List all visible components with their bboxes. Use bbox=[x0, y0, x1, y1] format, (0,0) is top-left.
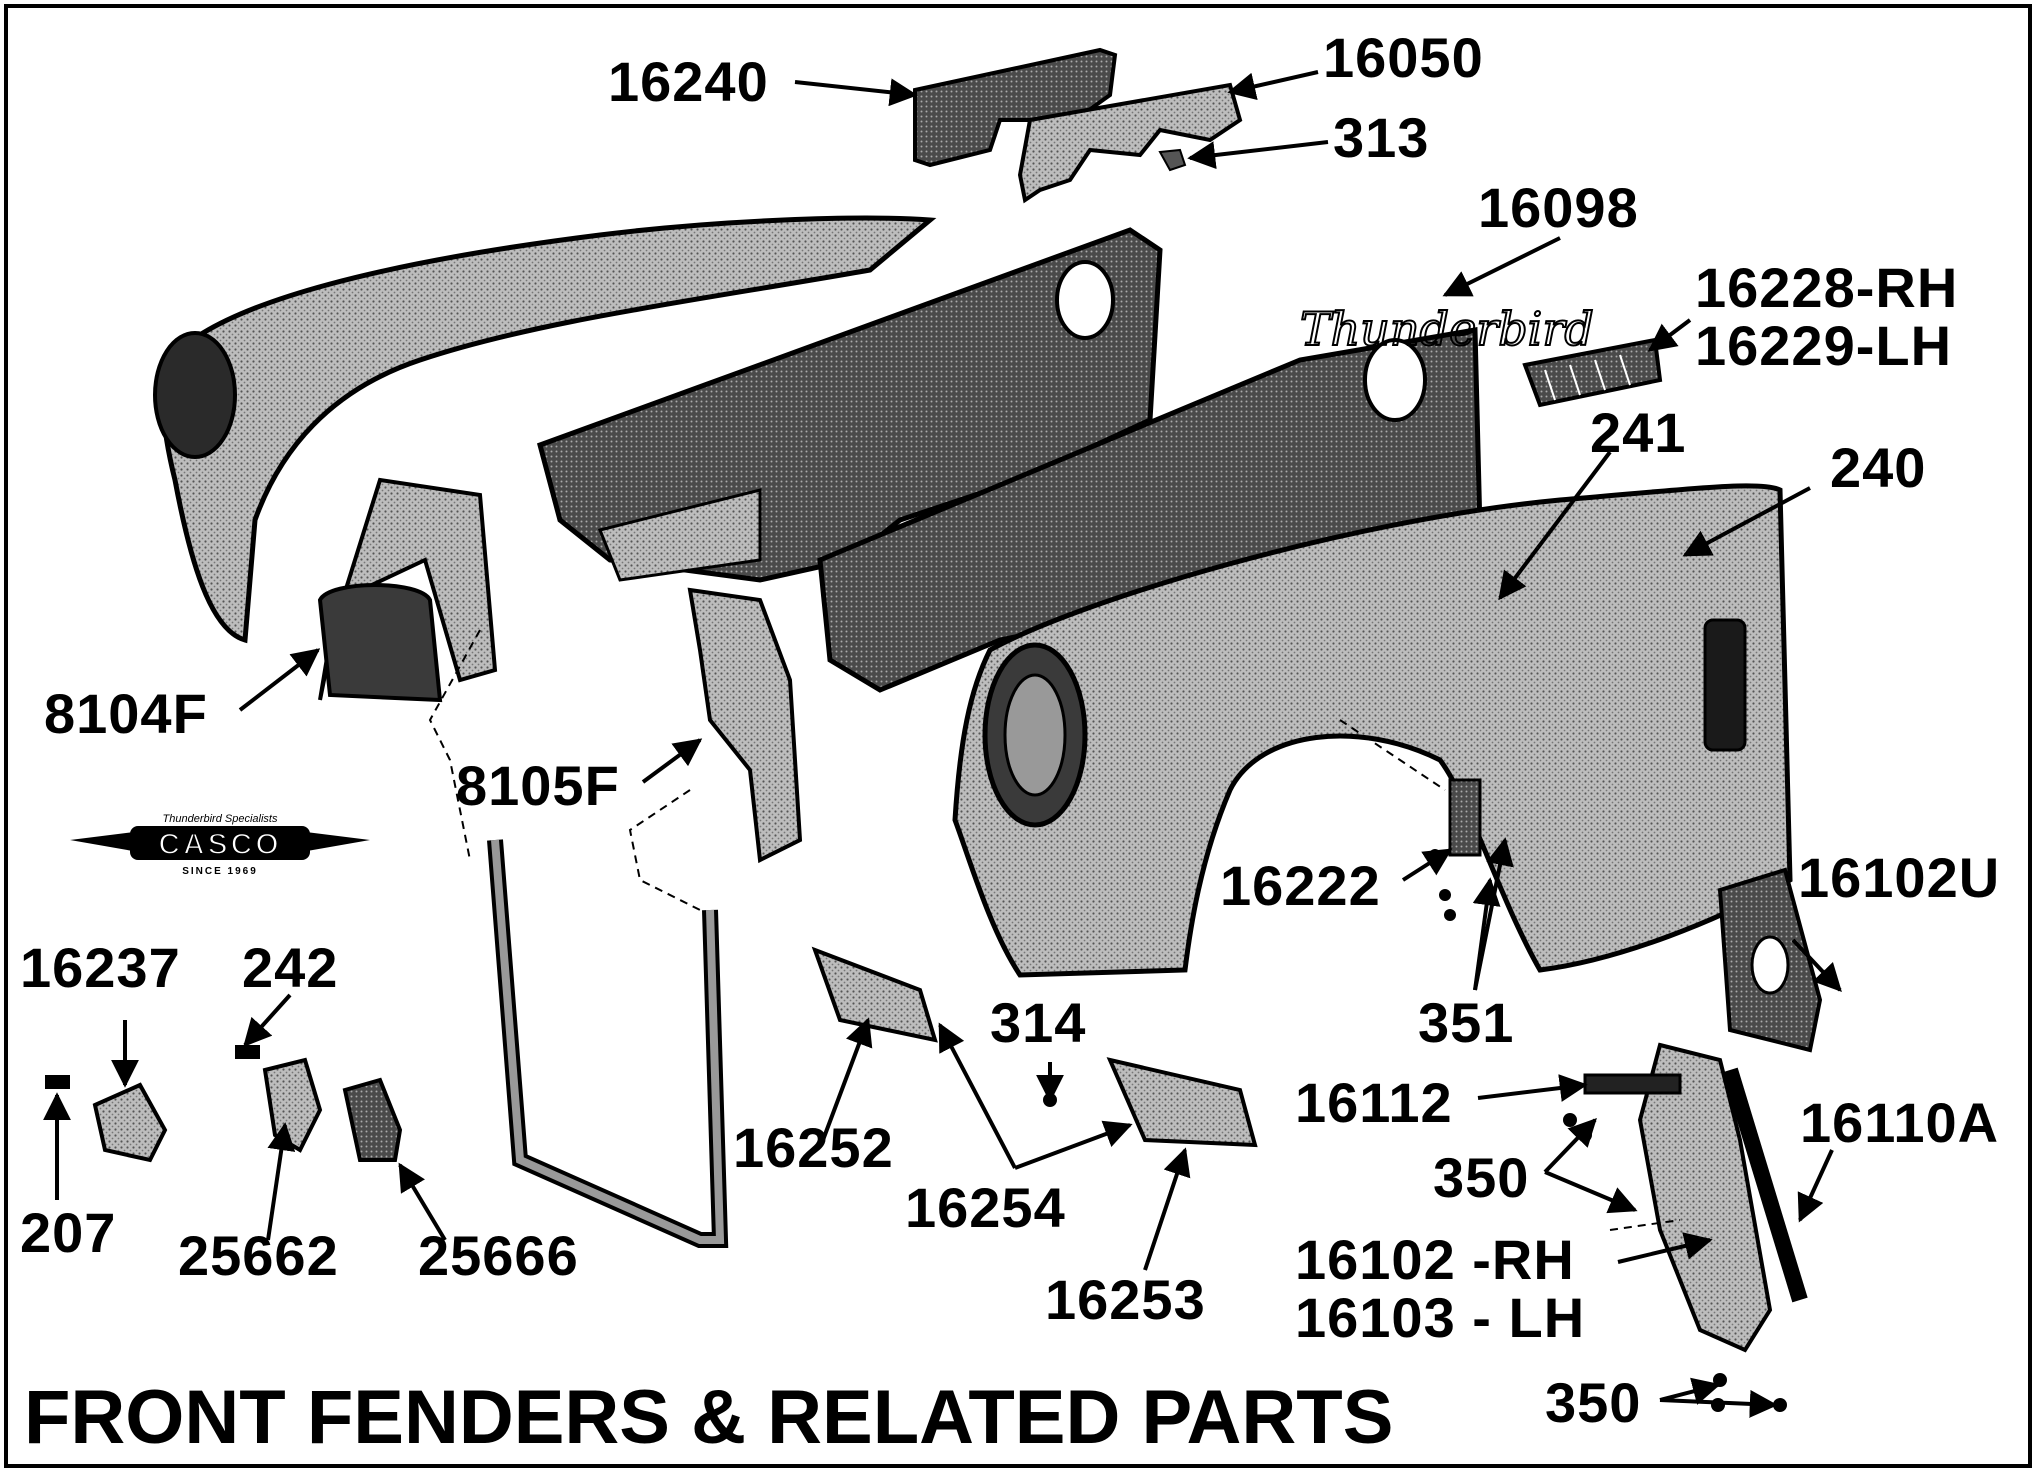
part-16253-plate bbox=[1106, 1057, 1258, 1148]
part-16228-grille bbox=[1522, 337, 1663, 408]
label-314: 314 bbox=[990, 991, 1087, 1054]
label-350-lower: 350 bbox=[1545, 1371, 1642, 1434]
label-351: 351 bbox=[1418, 991, 1515, 1054]
label-16102-rh: 16102 -RH bbox=[1295, 1228, 1575, 1291]
left-fender-shape bbox=[153, 215, 937, 644]
label-16237: 16237 bbox=[20, 936, 181, 999]
part-16050-shape bbox=[1017, 82, 1243, 204]
diagram-title: FRONT FENDERS & RELATED PARTS bbox=[24, 1375, 1394, 1460]
part-25666-clip bbox=[342, 1077, 403, 1162]
diagram-border bbox=[4, 4, 2032, 1468]
label-16252: 16252 bbox=[733, 1116, 894, 1179]
casco-since: SINCE 1969 bbox=[182, 866, 258, 877]
part-25662-clip bbox=[262, 1057, 323, 1153]
leader-lines bbox=[43, 70, 1842, 1418]
label-16112: 16112 bbox=[1295, 1071, 1453, 1134]
label-16222: 16222 bbox=[1220, 854, 1381, 917]
label-25666: 25666 bbox=[418, 1224, 579, 1287]
part-207-pad bbox=[45, 1075, 70, 1089]
label-16229-lh: 16229-LH bbox=[1695, 314, 1953, 377]
label-16253: 16253 bbox=[1045, 1268, 1206, 1331]
label-16228-rh: 16228-RH bbox=[1695, 256, 1959, 319]
part-16110A-strip bbox=[1722, 1067, 1808, 1303]
part-16102U-shape bbox=[1717, 867, 1823, 1053]
label-8104F: 8104F bbox=[44, 682, 208, 745]
part-16222-bracket bbox=[1448, 778, 1482, 857]
label-16240: 16240 bbox=[608, 50, 769, 113]
label-16254: 16254 bbox=[905, 1176, 1066, 1239]
inner-fender-panel-shape bbox=[536, 227, 1163, 583]
casco-tagline: Thunderbird Specialists bbox=[163, 813, 278, 825]
label-241: 241 bbox=[1590, 401, 1687, 464]
label-350-upper: 350 bbox=[1433, 1146, 1530, 1209]
label-16103-lh: 16103 - LH bbox=[1295, 1286, 1586, 1349]
part-8105F-shape bbox=[687, 587, 803, 864]
label-16110A: 16110A bbox=[1800, 1091, 2000, 1154]
label-16050: 16050 bbox=[1323, 26, 1484, 89]
label-16098: 16098 bbox=[1478, 176, 1639, 239]
label-313: 313 bbox=[1333, 106, 1430, 169]
seal-strip-u-shape bbox=[487, 839, 729, 1248]
label-8105F: 8105F bbox=[456, 754, 620, 817]
dashed-guide-lines bbox=[428, 629, 1681, 1231]
part-16237-clip bbox=[92, 1082, 168, 1163]
casco-logo: Thunderbird Specialists CASCO SINCE 1969 bbox=[70, 813, 370, 877]
thunderbird-script-emblem: Thunderbird bbox=[1300, 302, 1594, 356]
label-25662: 25662 bbox=[178, 1224, 339, 1287]
label-207: 207 bbox=[20, 1201, 117, 1264]
part-242-pad bbox=[235, 1045, 260, 1059]
label-242: 242 bbox=[242, 936, 339, 999]
part-16112-bar bbox=[1583, 1073, 1682, 1095]
label-240: 240 bbox=[1830, 436, 1927, 499]
label-16102U: 16102U bbox=[1798, 846, 2001, 909]
part-8104F-shape bbox=[317, 477, 498, 703]
part-313-screw bbox=[1158, 148, 1187, 172]
right-fender-shape bbox=[952, 483, 1793, 978]
casco-wordmark: CASCO bbox=[158, 828, 281, 861]
part-16252-plate bbox=[811, 946, 938, 1043]
part-16102-splash-shield bbox=[1637, 1042, 1773, 1353]
